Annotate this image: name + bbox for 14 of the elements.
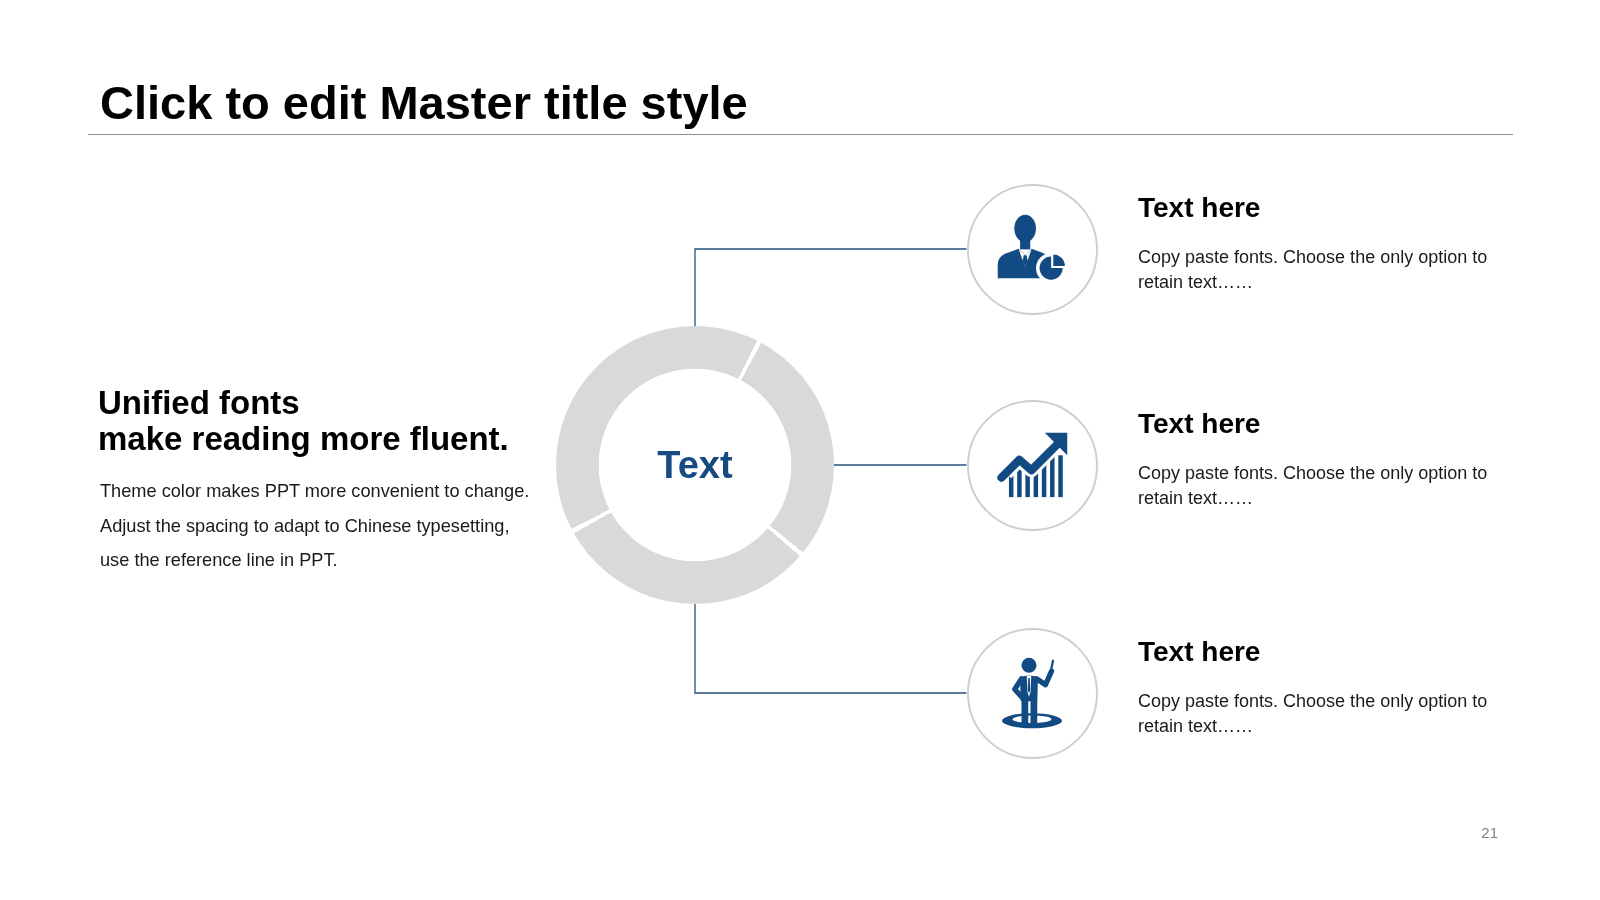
page-number: 21 (1481, 824, 1498, 842)
body-paragraph: Theme color makes PPT more convenient to change. Adjust the spacing to adapt to Chinese typesetting, use the reference line in PPT. (100, 480, 531, 572)
item-heading: Text here (1138, 408, 1261, 440)
subheading: Unified fonts (98, 384, 300, 421)
item-description: Copy paste fonts. Choose the only option to retain text…… (1138, 245, 1489, 294)
item-heading: Text here (1138, 192, 1261, 224)
connector-line (833, 464, 968, 466)
center-label: Text (657, 443, 733, 487)
connector-line (694, 248, 968, 327)
item-description: Copy paste fonts. Choose the only option to retain text…… (1138, 689, 1489, 738)
subheading: make reading more fluent. (98, 420, 509, 457)
item-heading: Text here (1138, 636, 1261, 668)
item-description: Copy paste fonts. Choose the only option to retain text…… (1138, 461, 1489, 510)
connector-line (694, 603, 968, 694)
